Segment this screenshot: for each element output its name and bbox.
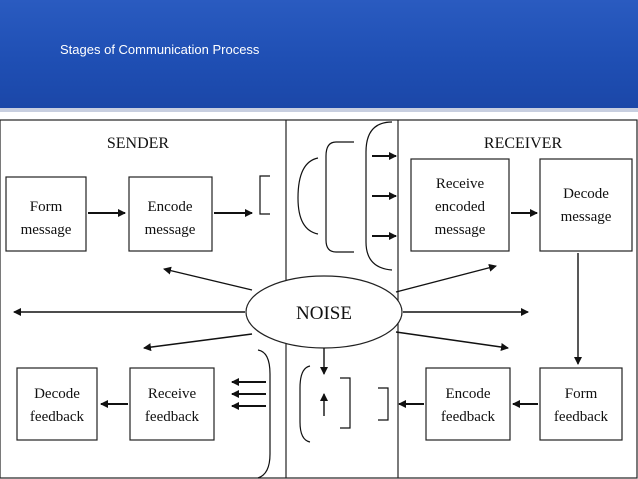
receive-encoded-label-2: encoded [435,199,485,215]
slide-title: Stages of Communication Process [60,42,260,57]
receive-feedback-label-2: feedback [145,409,200,425]
decode-feedback-label: Decode [34,386,80,402]
receive-encoded-box [410,158,510,252]
decode-message-box [539,158,633,252]
form-feedback-label-2: feedback [554,409,609,425]
form-message-label-2: message [21,222,72,238]
receive-encoded-label: Receive [436,176,485,192]
decode-message-label-2: message [561,209,612,225]
decode-feedback-label-2: feedback [30,409,85,425]
form-message-box [5,176,87,252]
receive-encoded-label-3: message [435,222,486,238]
receiver-heading: RECEIVER [484,135,563,152]
receive-feedback-box [129,367,215,441]
decode-feedback-box [16,367,98,441]
feedback-bracket-left [257,349,271,479]
encode-message-label-2: message [145,222,196,238]
noise-arrow-upper-left [163,266,253,291]
channel-bracket-4 [365,121,393,271]
channel-bracket-3 [325,141,354,253]
receive-feedback-label: Receive [148,386,197,402]
communication-diagram: SENDER RECEIVER Form message Encode mess… [0,119,638,479]
channel-bracket-1 [259,175,270,215]
form-feedback-box [539,367,623,441]
noise-arrow-upper-right [395,263,497,293]
noise-label: NOISE [296,303,352,324]
form-feedback-label: Form [565,386,598,402]
feedback-bracket-mid [299,365,311,443]
sender-heading: SENDER [107,135,170,152]
channel-bracket-2 [297,157,319,235]
encode-message-label: Encode [148,199,193,215]
slide-header [0,0,638,108]
encode-feedback-label-2: feedback [441,409,496,425]
noise-arrow-lower-left [143,333,253,352]
noise-arrow-lower-right [395,331,509,351]
encode-feedback-box [425,367,511,441]
encode-message-box [128,176,213,252]
feedback-bracket-right [378,387,389,421]
diagram-frame [0,119,638,479]
form-message-label: Form [30,199,63,215]
feedback-bracket-mid-right [340,377,351,429]
header-divider [0,108,638,112]
encode-feedback-label: Encode [446,386,491,402]
decode-message-label: Decode [563,186,609,202]
